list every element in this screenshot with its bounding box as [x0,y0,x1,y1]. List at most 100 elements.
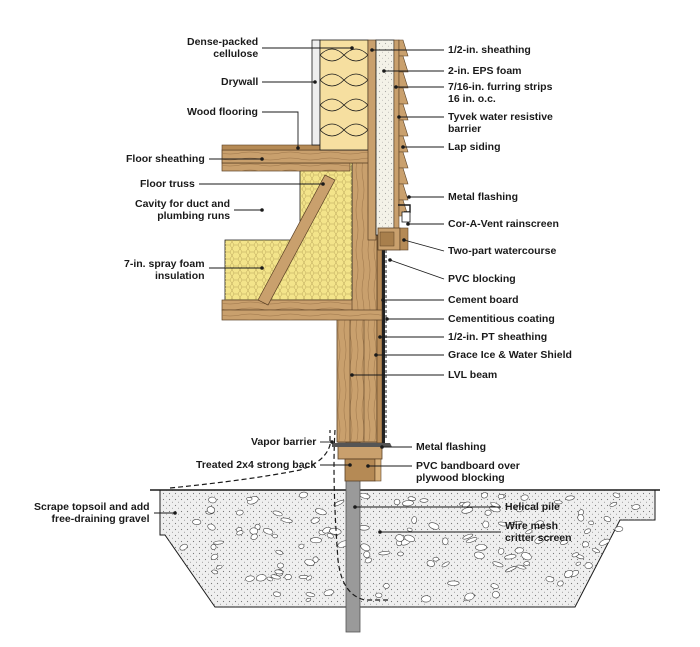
gravel-pebble [411,516,418,524]
gravel-pebble [599,538,610,546]
gravel-pebble [310,517,320,524]
leader-dot-wire-mesh-screen [378,530,382,534]
gravel-pebble [497,521,508,527]
label-cement-board: Cement board [448,294,519,306]
gravel-pebble [270,574,281,580]
label-lap-siding: Lap siding [448,141,501,153]
gravel-pebble [236,509,244,516]
leader-dot-wood-flooring [296,146,300,150]
leader-dot-cor-a-vent [406,222,410,226]
leader-dot-half-inch-sheathing [370,48,374,52]
leader-dot-vapor-barrier [330,440,334,444]
gravel-pebble [441,561,450,568]
leader-dot-furring-strips [394,85,398,89]
gravel-pebble [192,519,202,525]
siding-board [398,55,409,73]
gravel-pebble [250,533,258,540]
gravel-pebble [612,492,621,498]
gravel-pebble [559,539,569,545]
cellulose-cavity [319,39,369,151]
siding-board [398,167,409,185]
label-grace-ice-water: Grace Ice & Water Shield [448,349,572,361]
gravel-pebble [521,552,532,561]
gravel-pebble [306,575,313,581]
gravel-pebble [272,510,283,517]
gravel-pebble [497,493,505,499]
gravel-pebble [272,591,281,597]
gravel-pebble [534,536,545,544]
gravel-pebble [249,527,259,535]
label-helical-pile: Helical pile [505,501,560,513]
gravel-pebble [426,560,435,567]
gravel-pebbles [179,491,641,603]
siding-board [398,183,409,201]
label-wood-flooring: Wood flooring [187,106,258,118]
gravel-pebble [609,502,618,507]
leader-dot-pt-sheathing [378,335,382,339]
gravel-pebble [210,544,217,550]
leader-dot-metal-flashing-lower [380,445,384,449]
label-lvl-beam: LVL beam [448,369,498,381]
gravel-pebble [404,534,416,542]
gravel-pebble [305,598,312,602]
leader-dot-cavity-duct-plumbing [260,208,264,212]
gravel-pebble [298,543,305,549]
gravel-pebble [553,500,563,505]
label-half-inch-sheathing: 1/2-in. sheathing [448,44,531,56]
leader-dot-dense-packed-cellulose [350,46,354,50]
gravel-pebble [378,551,391,556]
gravel-pebble [375,592,383,598]
gravel-pebble [208,496,217,504]
leader-dot-grace-ice-water [374,353,378,357]
gravel-pebble [475,544,488,551]
sheathing-half-inch [367,39,377,241]
gravel-pebble [584,528,591,534]
leader-dot-cement-board [381,298,385,302]
gravel-pebble [255,574,267,582]
gravel-pebble [473,551,485,560]
gravel-pebble [246,497,253,501]
gravel-pebble [245,575,255,582]
gravel-pebble [584,562,593,569]
gravel-pebble [284,573,292,581]
label-eps-foam: 2-in. EPS foam [448,65,522,77]
gravel-pebble [514,547,524,554]
leader-pvc-blocking [389,259,445,280]
label-furring-strips: 7/16-in. furring strips 16 in. o.c. [448,81,553,105]
gravel-pebble [482,520,490,529]
gravel-pebble [360,543,371,552]
gravel-pebble [310,537,322,544]
label-tyvek-barrier: Tyvek water resistive barrier [448,111,553,135]
gravel-pebble [206,506,215,514]
label-metal-flashing-upper: Metal flashing [448,191,519,203]
label-drywall: Drywall [221,76,259,88]
gravel-pebble [614,526,624,532]
gravel-pebble [274,569,284,575]
label-spray-foam-insulation: 7-in. spray foam insulation [124,258,205,282]
gravel-pebble [312,556,319,563]
leader-dot-eps-foam [382,69,386,73]
gravel-pebble [406,527,413,532]
gravel-pebble [571,552,579,558]
leader-lines [154,47,501,533]
gravel-pebble [515,505,523,513]
leader-dot-tyvek-barrier [397,115,401,119]
gravel-pebble [393,498,401,506]
gravel-pebble [262,528,274,535]
gravel-pebble [266,576,273,582]
gravel-pebble [207,523,216,531]
gravel-pebble [383,583,390,589]
gravel-pebble [215,565,223,570]
gravel-pebble [484,509,492,516]
gravel-pebble [304,558,315,566]
gravel-pebble [492,561,504,568]
gravel-pebble [577,514,585,522]
gravel-pebble [397,551,404,557]
gravel-pebble [588,520,595,525]
cor-a-vent [401,211,411,223]
gravel-pebble [447,580,460,586]
gravel-pebble [428,522,440,530]
gravel-pebble [363,551,371,558]
